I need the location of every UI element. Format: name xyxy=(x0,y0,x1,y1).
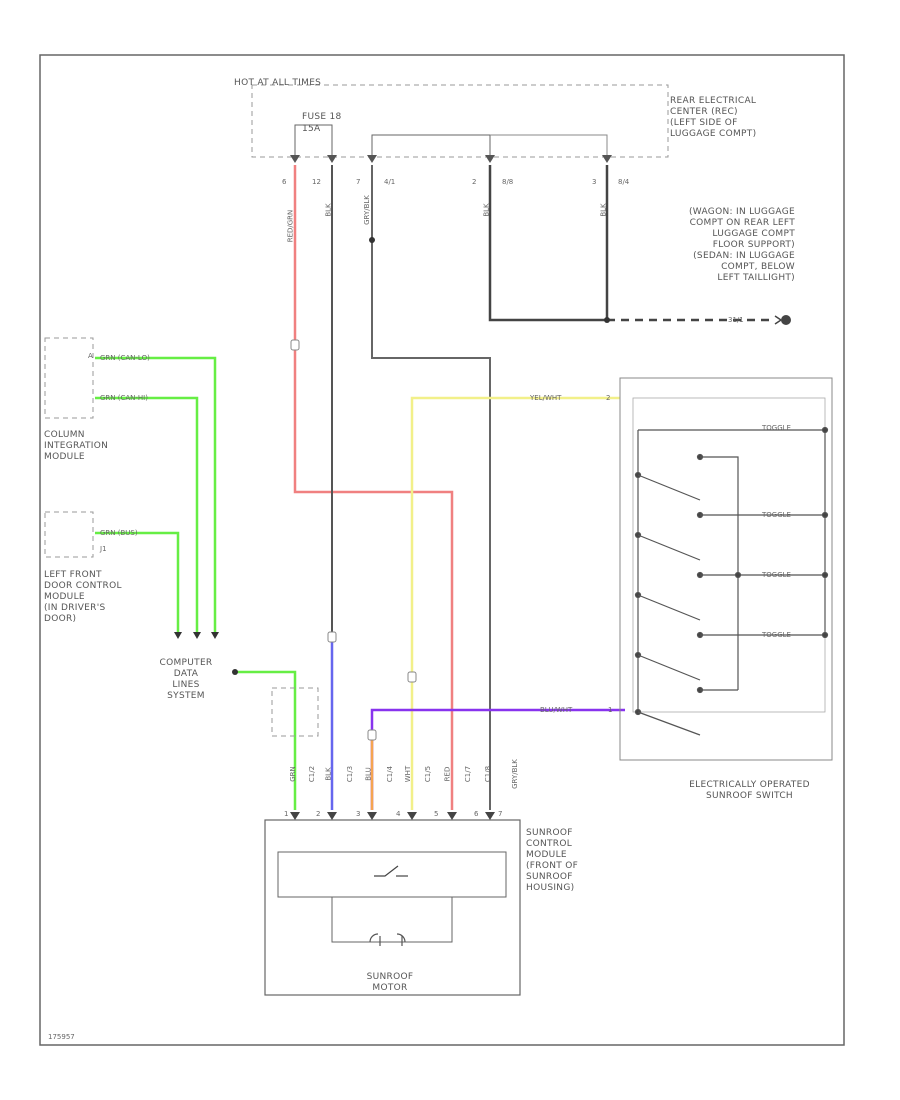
pin-7: 7 xyxy=(356,178,361,186)
switch-output-2: TOGGLE xyxy=(762,511,791,519)
mod-wire-5: RED xyxy=(443,766,452,782)
rec-internal-bus xyxy=(371,134,491,157)
left-front-door-label: LEFT FRONT DOOR CONTROL MODULE (IN DRIVE… xyxy=(44,570,122,624)
switch-pin-1: 1 xyxy=(608,706,613,714)
ground-location-label: (WAGON: IN LUGGAGE COMPT ON REAR LEFT LU… xyxy=(688,207,795,283)
green-can-wire-2 xyxy=(95,396,199,632)
ground-id-label: 31/1 xyxy=(728,316,744,324)
blue-white-label: BLU/WHT xyxy=(540,706,573,714)
switch-pin-2: 2 xyxy=(606,394,611,402)
pin-3: 3 xyxy=(592,178,597,186)
sunroof-module-label: SUNROOF CONTROL MODULE (FRONT OF SUNROOF… xyxy=(526,828,579,893)
wire-label-grayblk: GRY/BLK xyxy=(362,195,371,225)
mod-conn-5: C1/7 xyxy=(464,765,473,783)
fuse-amp-label: 15A xyxy=(302,124,321,134)
mod-wire-6: C1/8 xyxy=(484,765,493,783)
mod-wire-1: GRN xyxy=(288,766,297,782)
computer-data-box xyxy=(271,687,319,737)
mod-pin-7: 7 xyxy=(498,810,503,818)
conn-8-8: 8/8 xyxy=(502,178,514,186)
pin-2: 2 xyxy=(472,178,477,186)
motor-bracket xyxy=(331,897,453,943)
mod-pin-5: 5 xyxy=(434,810,439,818)
wire-label-blk-1: BLK xyxy=(324,203,333,217)
wire-label-blk-3: BLK xyxy=(599,203,608,217)
rear-electrical-center-box xyxy=(251,84,669,158)
sunroof-switch-box xyxy=(619,377,833,761)
mod-conn-3: C1/4 xyxy=(386,765,395,783)
mod-pin-1: 1 xyxy=(284,810,289,818)
can-terminals xyxy=(174,632,219,639)
rear-center-label: REAR ELECTRICAL CENTER (REC) (LEFT SIDE … xyxy=(670,96,757,139)
yellow-white-wire xyxy=(410,396,620,810)
column-module-box xyxy=(44,337,94,419)
sunroof-switch-label: ELECTRICALLY OPERATED SUNROOF SWITCH xyxy=(689,780,810,801)
mod-pin-4: 4 xyxy=(396,810,401,818)
mod-wire-4: WHT xyxy=(404,765,413,783)
blue-white-wire xyxy=(370,708,625,810)
sunroof-module-inner xyxy=(277,851,507,898)
top-connectors xyxy=(290,155,612,163)
red-power-wire xyxy=(293,165,454,810)
gray-black-wire xyxy=(371,165,491,810)
mod-pin-6: 6 xyxy=(474,810,479,818)
switch-output-3: TOGGLE xyxy=(762,571,791,579)
motor-icon xyxy=(369,933,406,946)
mod-pin-3: 3 xyxy=(356,810,361,818)
can-wire-label-2: GRN (CAN-HI) xyxy=(100,394,148,402)
wire-label-blk-2: BLK xyxy=(482,203,491,217)
mod-pin-2: 2 xyxy=(316,810,321,818)
sunroof-motor-label: SUNROOF MOTOR xyxy=(366,972,414,993)
mod-conn-2: C1/3 xyxy=(346,765,355,783)
yellow-white-label: YEL/WHT xyxy=(530,394,562,402)
green-module-wire xyxy=(235,670,297,810)
footer-id: 175957 xyxy=(48,1033,75,1041)
mod-conn-1: C1/2 xyxy=(308,765,317,783)
conn-4-1: 4/1 xyxy=(384,178,396,186)
outer-frame xyxy=(39,54,845,1046)
green-can-wire-1 xyxy=(95,356,217,632)
fuse-label: FUSE 18 xyxy=(302,112,342,122)
inline-connectors xyxy=(290,339,417,741)
switch-output-1: TOGGLE xyxy=(762,424,791,432)
door-module-box xyxy=(44,511,94,558)
sunroof-module-box xyxy=(264,819,521,996)
can-wire-label-3: GRN (BUS) xyxy=(100,529,138,537)
mod-conn-4: C1/5 xyxy=(424,765,433,783)
black-ground-wire-2 xyxy=(488,165,607,322)
pin-12: 12 xyxy=(312,178,321,186)
ground-icon xyxy=(774,315,791,325)
can-connector-j1: J1 xyxy=(100,545,107,553)
conn-8-4: 8/4 xyxy=(618,178,630,186)
pin-6: 6 xyxy=(282,178,287,186)
hot-at-all-times-label: HOT AT ALL TIMES xyxy=(234,78,322,88)
module-terminals xyxy=(290,812,495,820)
mod-wire-2: BLK xyxy=(324,767,333,781)
column-module-label: COLUMN INTEGRATION MODULE xyxy=(44,430,109,462)
can-connector-a: A xyxy=(88,352,93,360)
switch-contacts xyxy=(634,426,829,736)
rec-internal-bus-2 xyxy=(490,134,608,157)
module-switch-icon xyxy=(374,865,408,877)
wire-label-red: RED/GRN xyxy=(286,209,295,243)
fuse-bus xyxy=(294,124,333,157)
green-can-wire-3 xyxy=(95,531,180,632)
mod-wire-3: BLU xyxy=(364,767,373,781)
computer-data-label: COMPUTER DATA LINES SYSTEM xyxy=(159,658,213,701)
switch-output-4: TOGGLE xyxy=(762,631,791,639)
can-wire-label-1: GRN (CAN-LO) xyxy=(100,354,150,362)
mod-wire-7: GRY/BLK xyxy=(510,759,519,789)
